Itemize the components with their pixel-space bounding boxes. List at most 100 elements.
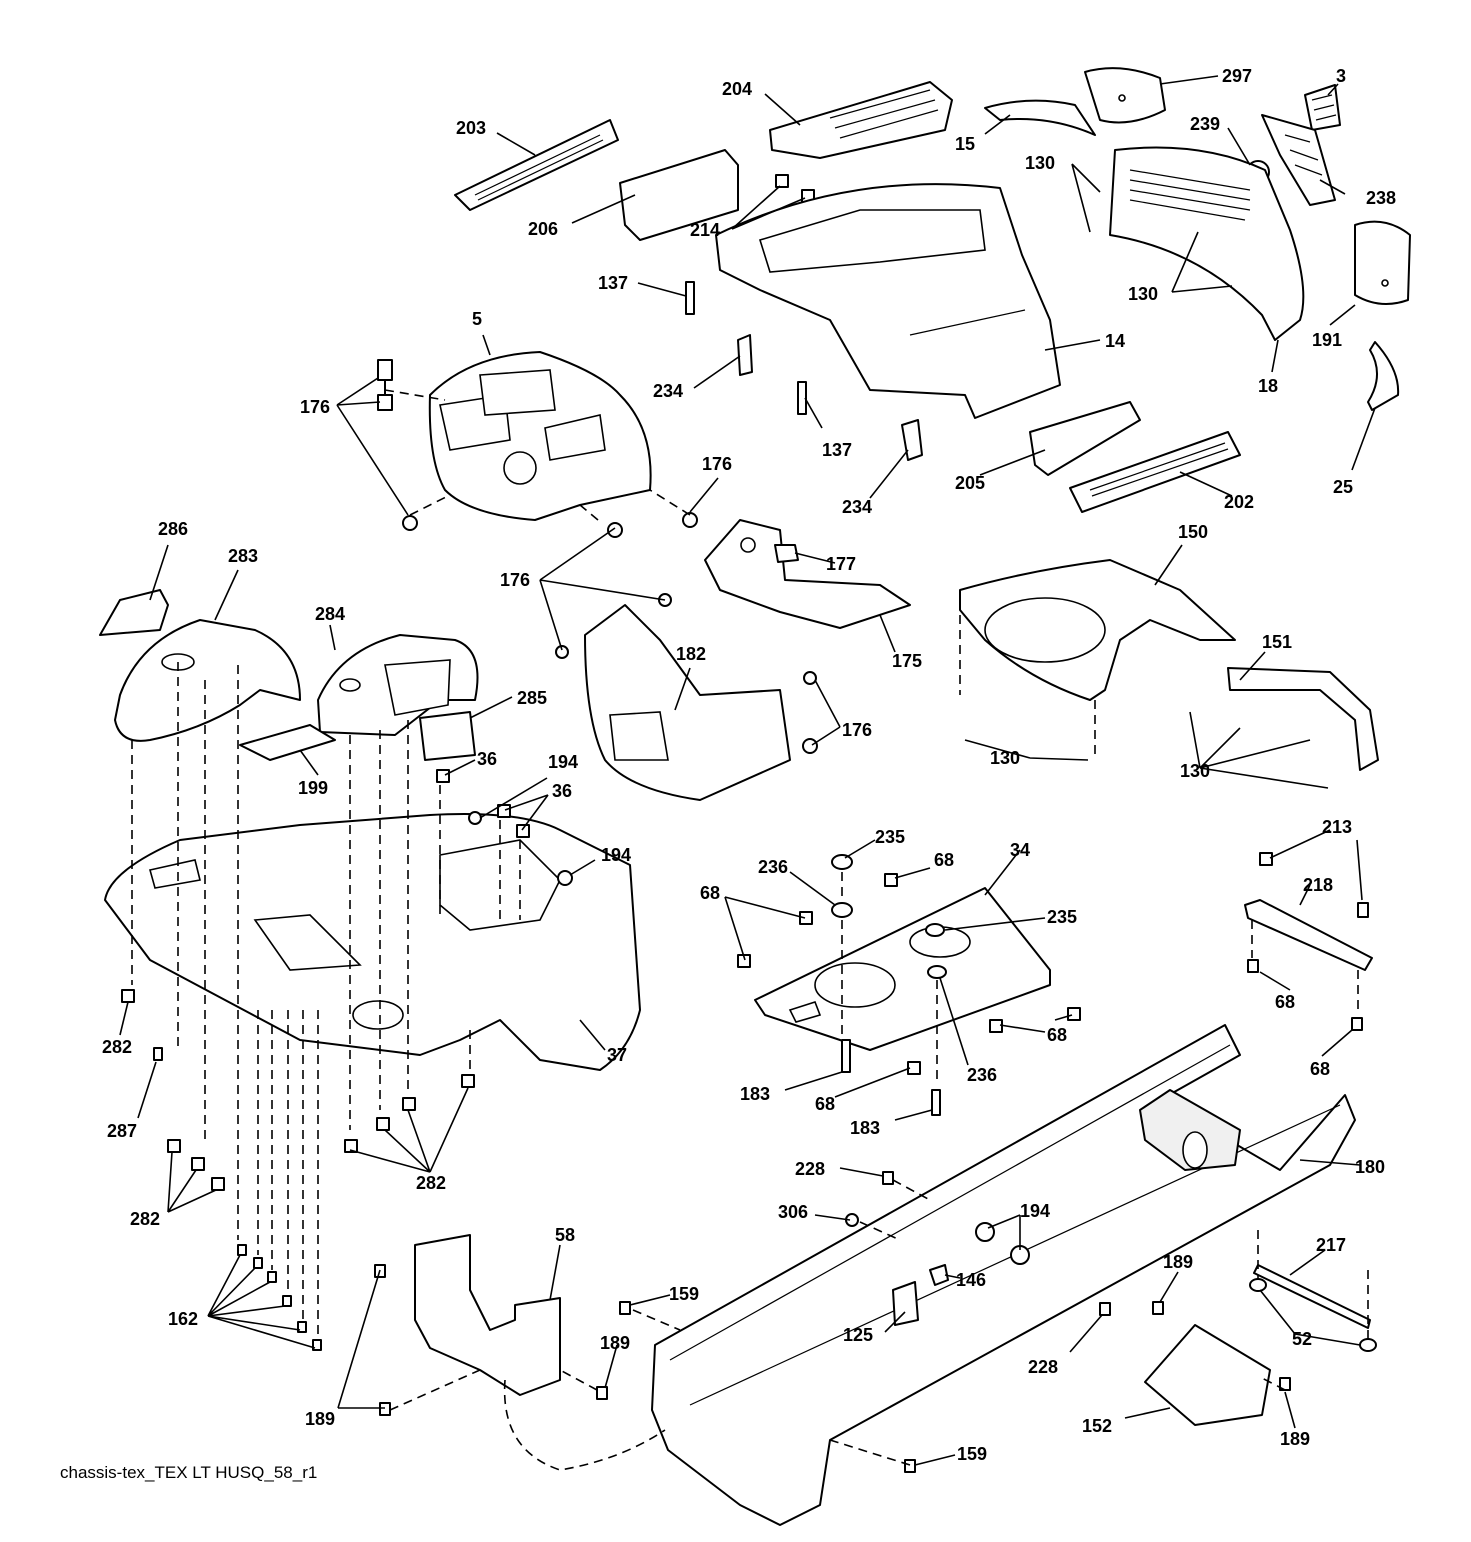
part-68-bolt bbox=[884, 873, 898, 887]
callout-176: 176 bbox=[300, 397, 330, 417]
callout-191: 191 bbox=[1312, 330, 1342, 350]
part-236-spacer bbox=[831, 902, 853, 918]
callout-68: 68 bbox=[815, 1094, 835, 1114]
callout-176: 176 bbox=[842, 720, 872, 740]
part-125-bracket bbox=[892, 1281, 919, 1326]
callout-68: 68 bbox=[1310, 1059, 1330, 1079]
callout-282: 282 bbox=[130, 1209, 160, 1229]
part-214-clip bbox=[775, 174, 789, 188]
callout-130: 130 bbox=[1025, 153, 1055, 173]
callout-130: 130 bbox=[1128, 284, 1158, 304]
callout-238: 238 bbox=[1366, 188, 1396, 208]
part-52-washer bbox=[1249, 1278, 1267, 1292]
part-297-lens bbox=[1084, 67, 1166, 124]
callout-137: 137 bbox=[598, 273, 628, 293]
callout-5: 5 bbox=[472, 309, 482, 329]
callout-68: 68 bbox=[700, 883, 720, 903]
diagram-caption: chassis-tex_TEX LT HUSQ_58_r1 bbox=[60, 1463, 317, 1482]
callout-18: 18 bbox=[1258, 376, 1278, 396]
part-286-cap bbox=[99, 589, 169, 636]
callout-52: 52 bbox=[1292, 1329, 1312, 1349]
part-238-grille bbox=[1261, 114, 1336, 206]
callout-175: 175 bbox=[892, 651, 922, 671]
callout-34: 34 bbox=[1010, 840, 1030, 860]
callout-159: 159 bbox=[957, 1444, 987, 1464]
part-176-bolt bbox=[377, 359, 393, 395]
part-151-bracket bbox=[1227, 667, 1379, 771]
callout-176: 176 bbox=[702, 454, 732, 474]
part-34-plate bbox=[754, 887, 1051, 1051]
callout-189: 189 bbox=[600, 1333, 630, 1353]
callout-234: 234 bbox=[842, 497, 872, 517]
callout-228: 228 bbox=[1028, 1357, 1058, 1377]
callout-3: 3 bbox=[1336, 66, 1346, 86]
part-152-plate bbox=[1144, 1324, 1271, 1426]
callout-159: 159 bbox=[669, 1284, 699, 1304]
part-37-fender bbox=[104, 813, 641, 1071]
part-194-nut bbox=[468, 811, 482, 825]
callout-68: 68 bbox=[934, 850, 954, 870]
callout-205: 205 bbox=[955, 473, 985, 493]
callout-162: 162 bbox=[168, 1309, 198, 1329]
callout-203: 203 bbox=[456, 118, 486, 138]
callout-189: 189 bbox=[305, 1409, 335, 1429]
part-213-bolt bbox=[1259, 852, 1273, 866]
part-283-cover bbox=[114, 619, 301, 742]
callout-152: 152 bbox=[1082, 1416, 1112, 1436]
callout-234: 234 bbox=[653, 381, 683, 401]
part-146-plug bbox=[929, 1264, 949, 1286]
callout-239: 239 bbox=[1190, 114, 1220, 134]
callout-183: 183 bbox=[850, 1118, 880, 1138]
part-285-trim bbox=[419, 711, 476, 761]
callout-180: 180 bbox=[1355, 1157, 1385, 1177]
part-36-bolt bbox=[436, 769, 450, 783]
callout-202: 202 bbox=[1224, 492, 1254, 512]
callout-284: 284 bbox=[315, 604, 345, 624]
callout-151: 151 bbox=[1262, 632, 1292, 652]
part-206-duct bbox=[619, 149, 739, 241]
part-162-screw bbox=[237, 1244, 247, 1256]
callout-214: 214 bbox=[690, 220, 720, 240]
part-191-lens bbox=[1354, 220, 1411, 305]
callout-labels: 297 3 204 203 15 239 130 238 206 214 137… bbox=[102, 66, 1396, 1464]
parts bbox=[99, 67, 1411, 1526]
callout-177: 177 bbox=[826, 554, 856, 574]
callout-217: 217 bbox=[1316, 1235, 1346, 1255]
part-199-plate bbox=[239, 724, 336, 761]
part-287-screw bbox=[153, 1047, 163, 1061]
callout-37: 37 bbox=[607, 1045, 627, 1065]
part-137-pin bbox=[685, 281, 695, 315]
part-205-duct bbox=[1029, 401, 1141, 476]
callout-286: 286 bbox=[158, 519, 188, 539]
callout-194: 194 bbox=[1020, 1201, 1050, 1221]
callout-130: 130 bbox=[990, 748, 1020, 768]
callout-287: 287 bbox=[107, 1121, 137, 1141]
part-18-front-grille bbox=[1109, 146, 1305, 341]
part-175-bracket bbox=[704, 519, 911, 629]
callout-68: 68 bbox=[1275, 992, 1295, 1012]
callout-297: 297 bbox=[1222, 66, 1252, 86]
callout-183: 183 bbox=[740, 1084, 770, 1104]
callout-58: 58 bbox=[555, 1225, 575, 1245]
callout-282: 282 bbox=[102, 1037, 132, 1057]
callout-36: 36 bbox=[552, 781, 572, 801]
part-282-clip bbox=[121, 989, 135, 1003]
callout-285: 285 bbox=[517, 688, 547, 708]
part-15-strip bbox=[984, 99, 1096, 136]
callout-236: 236 bbox=[967, 1065, 997, 1085]
callout-189: 189 bbox=[1280, 1429, 1310, 1449]
callout-194: 194 bbox=[601, 845, 631, 865]
callout-306: 306 bbox=[778, 1202, 808, 1222]
callout-36: 36 bbox=[477, 749, 497, 769]
callout-199: 199 bbox=[298, 778, 328, 798]
callout-236: 236 bbox=[758, 857, 788, 877]
part-183-bolt bbox=[841, 1039, 851, 1073]
part-177-nut bbox=[774, 544, 799, 563]
callout-235: 235 bbox=[875, 827, 905, 847]
part-228-bolt bbox=[882, 1171, 894, 1185]
callout-194: 194 bbox=[548, 752, 578, 772]
callout-282: 282 bbox=[416, 1173, 446, 1193]
callout-150: 150 bbox=[1178, 522, 1208, 542]
callout-15: 15 bbox=[955, 134, 975, 154]
